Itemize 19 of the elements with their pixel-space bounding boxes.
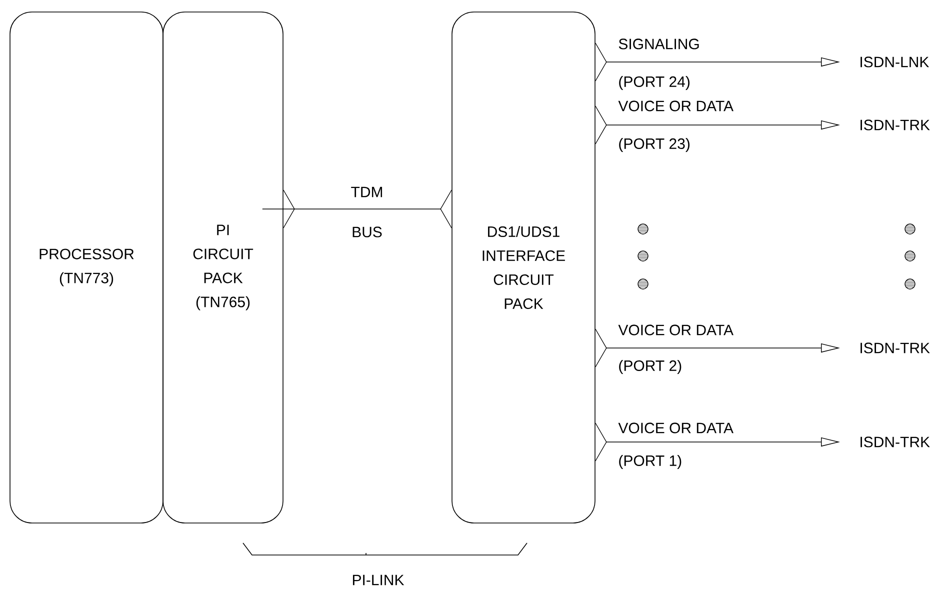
circuit-pack-box: PI CIRCUIT PACK (TN765) <box>162 12 284 524</box>
text-label: (PORT 24) <box>619 76 690 90</box>
edge-label: VOICE OR DATA <box>617 100 734 112</box>
text-label: PI-LINK <box>352 574 404 586</box>
edge-label: VOICE OR DATA <box>617 422 734 434</box>
edge-label: SIGNALING <box>617 38 701 50</box>
text-label: (PORT 1) <box>619 455 682 469</box>
text-label: (PORT 23) <box>619 138 690 152</box>
circuit-pack-box: DS1/UDS1 INTERFACE CIRCUIT PACK <box>452 12 596 524</box>
edge-label: VOICE OR DATA <box>617 324 734 336</box>
text-label: (PORT 2) <box>619 360 682 374</box>
text-label: BUS <box>352 226 382 238</box>
trunk-label: ISDN-TRK <box>860 436 930 448</box>
edge-label: TDM <box>350 186 384 198</box>
trunk-label: ISDN-TRK <box>860 342 930 354</box>
circuit-pack-box: PROCESSOR (TN773) <box>10 12 164 524</box>
connector <box>262 190 452 228</box>
trunk-label: ISDN-LNK <box>860 56 930 68</box>
trunk-label: ISDN-TRK <box>860 120 930 130</box>
